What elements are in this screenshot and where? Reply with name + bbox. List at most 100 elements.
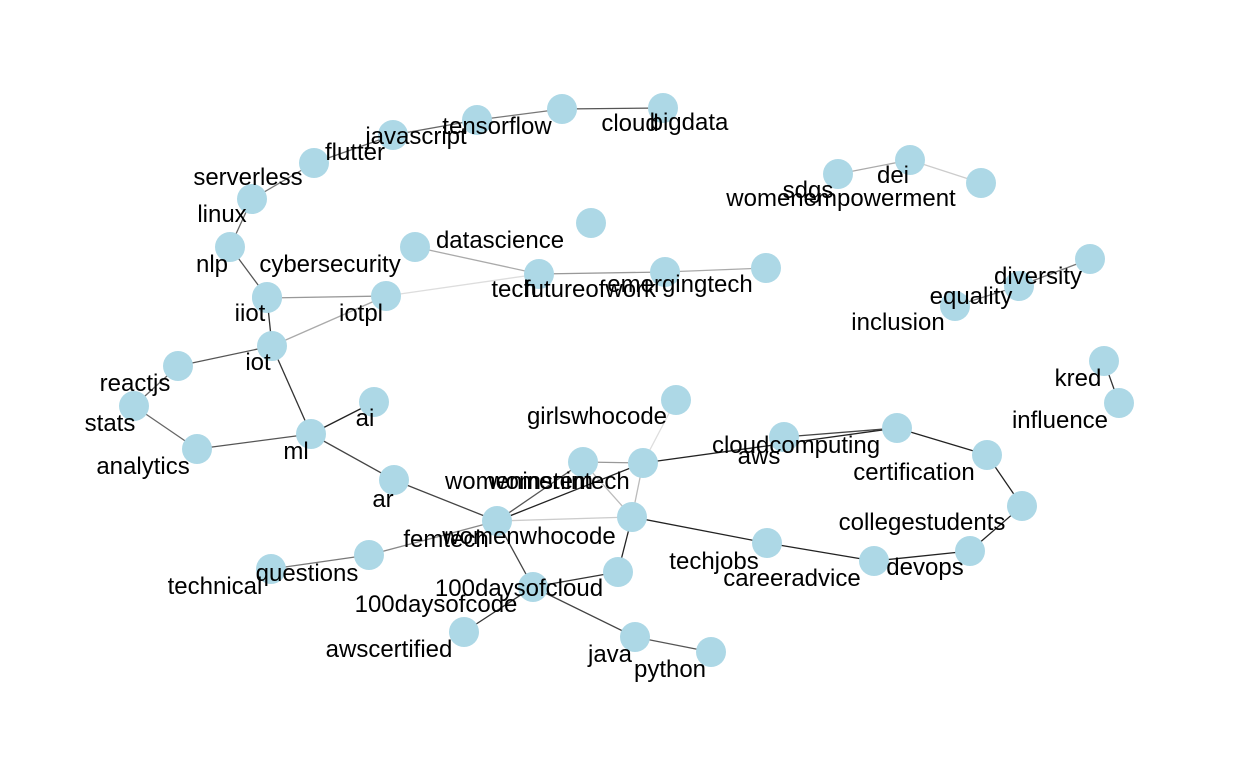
- node-label-100daysofcloud: 100daysofcloud: [435, 575, 603, 602]
- node-iiot: [252, 283, 282, 313]
- node-hub-2: [603, 557, 633, 587]
- node-label-java: java: [587, 641, 633, 668]
- node-label-womenempowerment: womenempowerment: [725, 185, 956, 212]
- node-label-certification: certification: [853, 459, 974, 486]
- edge-100daysofcloud-java: [532, 586, 636, 638]
- node-label-womenintech: womenintech: [487, 468, 629, 495]
- node-label-awscertified: awscertified: [326, 636, 453, 663]
- node-inclusion: [940, 291, 970, 321]
- node-devops: [955, 536, 985, 566]
- node-label-techjobs: techjobs: [669, 548, 758, 575]
- node-sdgs: [823, 159, 853, 189]
- node-iot: [257, 331, 287, 361]
- edge-bigdata-cloud: [561, 107, 664, 110]
- node-cybersecurity: [576, 208, 606, 238]
- edge-womenwhocode-womenwhocode_hub: [496, 516, 633, 522]
- node-python: [696, 637, 726, 667]
- node-reactjs: [163, 351, 193, 381]
- node-tech: [524, 259, 554, 289]
- node-label-femtech: femtech: [403, 526, 488, 553]
- node-label-cybersecurity: cybersecurity: [259, 251, 400, 278]
- node-iotpl: [371, 281, 401, 311]
- node-label-influence: influence: [1012, 407, 1108, 434]
- node-label-dei: dei: [877, 162, 909, 189]
- node-questions: [354, 540, 384, 570]
- node-stats: [119, 391, 149, 421]
- edge-iotpl-tech: [385, 273, 540, 297]
- node-label-reactjs: reactjs: [100, 370, 171, 397]
- node-label-python: python: [634, 656, 706, 683]
- node-ml: [296, 419, 326, 449]
- node-equality: [1004, 271, 1034, 301]
- node-influence: [1104, 388, 1134, 418]
- edge-futureofwork-emergingtech: [664, 267, 767, 273]
- node-label-aws: aws: [738, 443, 781, 470]
- node-layer: [119, 93, 1134, 667]
- edge-devops-careeradvice: [873, 550, 971, 562]
- node-label-futureofwork: futureofwork: [524, 276, 657, 303]
- edge-techjobs-womenwhocode_hub: [631, 516, 768, 544]
- edge-iot-reactjs: [177, 345, 273, 367]
- node-serverless: [237, 184, 267, 214]
- node-label-womenwhocode: womenwhocode: [441, 523, 615, 550]
- node-linux: [215, 232, 245, 262]
- node-collegestudents: [1007, 491, 1037, 521]
- edge-cloudcomputing-certification: [896, 427, 988, 456]
- node-flutter: [299, 148, 329, 178]
- node-diversity: [1075, 244, 1105, 274]
- label-layer: tensorflowjavascriptflutterserverlesslin…: [85, 109, 1108, 683]
- node-emergingtech: [751, 253, 781, 283]
- node-label-stats: stats: [85, 410, 136, 437]
- node-label-ai: ai: [356, 405, 375, 432]
- node-aws: [769, 422, 799, 452]
- node-label-iiot: iiot: [235, 300, 266, 327]
- node-womenintech: [628, 448, 658, 478]
- edge-tech-futureofwork: [538, 271, 666, 275]
- edge-womenwhocode-womeninstem: [496, 461, 584, 522]
- node-label-ml: ml: [283, 438, 308, 465]
- edge-questions-technical: [270, 554, 370, 570]
- node-label-datascience: datascience: [436, 227, 564, 254]
- node-cloudcomputing: [882, 413, 912, 443]
- node-label-inclusion: inclusion: [851, 309, 944, 336]
- node-label-serverless: serverless: [193, 164, 302, 191]
- edge-ar-womenwhocode: [393, 479, 498, 522]
- node-womenwhocode: [482, 506, 512, 536]
- edge-analytics-ml: [196, 433, 312, 450]
- node-label-diversity: diversity: [994, 263, 1082, 290]
- node-label-tech: tech: [491, 276, 536, 303]
- node-label-technical: technical: [168, 573, 263, 600]
- node-label-flutter: flutter: [325, 139, 385, 166]
- node-datascience: [400, 232, 430, 262]
- node-womenempowerment: [966, 168, 996, 198]
- edge-careeradvice-techjobs: [766, 542, 875, 562]
- node-label-tensorflow: tensorflow: [442, 113, 552, 140]
- node-label-sdgs: sdgs: [783, 177, 834, 204]
- node-label-careeradvice: careeradvice: [723, 565, 860, 592]
- node-label-cloudcomputing: cloudcomputing: [712, 432, 880, 459]
- node-analytics: [182, 434, 212, 464]
- node-label-devops: devops: [886, 554, 963, 581]
- edge-ml-ar: [310, 433, 395, 481]
- node-label-100daysofcode: 100daysofcode: [355, 591, 518, 618]
- node-bigdata: [648, 93, 678, 123]
- node-label-iotpl: iotpl: [339, 300, 383, 327]
- node-kred: [1089, 346, 1119, 376]
- node-label-analytics: analytics: [96, 453, 189, 480]
- node-label-womeninstem: womeninstem: [444, 468, 593, 495]
- edge-iotpl-iot: [271, 295, 387, 347]
- edge-iot-ml: [271, 345, 312, 435]
- node-label-collegestudents: collegestudents: [839, 509, 1006, 536]
- node-girlswhocode: [661, 385, 691, 415]
- node-java: [620, 622, 650, 652]
- edge-tech-datascience: [414, 246, 540, 275]
- node-label-linux: linux: [197, 201, 246, 228]
- node-100daysofcloud: [518, 572, 548, 602]
- node-label-iot: iot: [245, 349, 271, 376]
- node-certification: [972, 440, 1002, 470]
- node-label-ar: ar: [372, 486, 393, 513]
- edge-iiot-iotpl: [266, 295, 387, 299]
- node-label-girlswhocode: girlswhocode: [527, 403, 667, 430]
- node-womeninstem: [568, 447, 598, 477]
